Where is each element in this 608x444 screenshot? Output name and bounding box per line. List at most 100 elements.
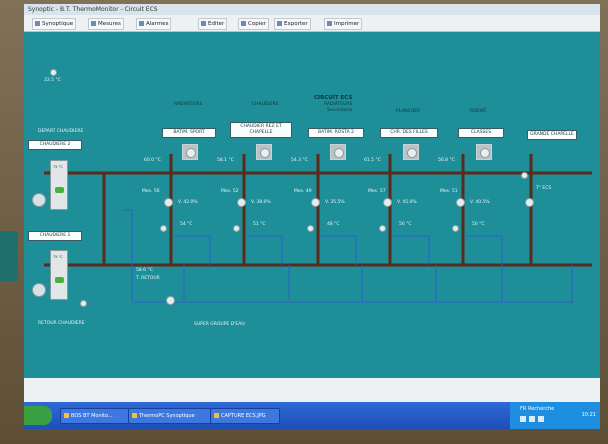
outdoor-temp: 22.5 °C <box>44 78 61 83</box>
alarmes-icon <box>139 21 144 26</box>
task-capture[interactable]: CAPTURE ECS.JPG <box>210 408 280 424</box>
circuit-1-t3: V. 42.0% <box>178 200 198 205</box>
circuit-6-sensor-icon[interactable] <box>521 172 528 179</box>
circuit-6-t2: T° ECS <box>536 186 552 191</box>
toolbar-synoptique-button[interactable]: Synoptique <box>32 18 77 30</box>
circuit-3-sensor-icon[interactable] <box>307 225 314 232</box>
mesures-icon <box>91 21 96 26</box>
toolbar-copier-button[interactable]: Copier <box>238 18 269 30</box>
circuit-3-valve-icon[interactable] <box>311 198 320 207</box>
boiler-1-burner-icon[interactable] <box>32 193 46 207</box>
circuit-3-t1: 54.3 °C <box>291 158 308 163</box>
circuit-1-t2: Mes. 56 <box>142 189 160 194</box>
toolbar-exporter-button[interactable]: Exporter <box>274 18 311 30</box>
app-icon <box>132 413 137 418</box>
return-temp-sub: T. RETOUR <box>136 276 160 281</box>
boiler-2-burner-icon[interactable] <box>32 283 46 297</box>
circuit-4-t1: 61.5 °C <box>364 158 381 163</box>
outdoor-sensor-icon[interactable] <box>50 69 57 76</box>
network-icon[interactable] <box>520 416 526 422</box>
circuit-4-valve-icon[interactable] <box>383 198 392 207</box>
synoptic-diagram: 22.5 °C CIRCUIT ECS Secondaire DEPART CH… <box>24 32 600 378</box>
chaudiere-1-tag[interactable]: CHAUDIERE 1 <box>28 231 82 241</box>
exporter-icon <box>277 21 282 26</box>
supergroup-valve-icon[interactable] <box>166 296 175 305</box>
circuit-1-t4: 54 °C <box>180 222 193 227</box>
circuit-6-tag[interactable]: GRANDE CHAPELLE <box>527 130 577 140</box>
circuit-1-tag[interactable]: BATIM. SPORT <box>162 128 216 138</box>
circuit-3-t2: Mes. 49 <box>294 189 312 194</box>
circuit-1-sensor-icon[interactable] <box>160 225 167 232</box>
tray-language[interactable]: FR Recherche <box>520 406 555 412</box>
return-valve-icon[interactable] <box>80 300 87 307</box>
circuit-1-pump-icon[interactable] <box>182 144 198 160</box>
toolbar-editer-button[interactable]: Editer <box>198 18 228 30</box>
return-temp: 58.6 °C <box>136 268 153 273</box>
toolbar-alarmes-button[interactable]: Alarmes <box>136 18 172 30</box>
circuit-2-t1: 58.1 °C <box>217 158 234 163</box>
task-bt-monitor[interactable]: BOS BT Monito... <box>60 408 130 424</box>
window-title: Synoptic - B.T. ThermoMonitor - Circuit … <box>24 4 600 15</box>
synoptique-icon <box>35 21 40 26</box>
circuit-2-sensor-icon[interactable] <box>233 225 240 232</box>
flame-icon <box>55 277 64 283</box>
circuit-5-t3: V. 40.5% <box>470 200 490 205</box>
circuit-1-header: RADIATEURS <box>174 102 203 107</box>
circuit-5-t1: 56.8 °C <box>438 158 455 163</box>
circuit-2-tag[interactable]: CHAUDIER REZ ET CHAPELLE <box>230 122 292 138</box>
side-panel-edge <box>0 231 18 281</box>
toolbar-imprimer-button[interactable]: Imprimer <box>324 18 363 30</box>
circuit-4-tag[interactable]: CHR. DES FILLES <box>380 128 438 138</box>
circuit-3-header: RADIATEURS <box>324 102 353 107</box>
circuit-4-t3: V. 45.0% <box>397 200 417 205</box>
toolbar: Synoptique Mesures Alarmes Editer Copier… <box>24 15 600 32</box>
circuit-subtitle: Secondaire <box>327 108 353 113</box>
status-area <box>24 378 600 402</box>
circuit-5-sensor-icon[interactable] <box>452 225 459 232</box>
volume-icon[interactable] <box>529 416 535 422</box>
tray-clock: 10:21 <box>581 412 596 418</box>
circuit-2-valve-icon[interactable] <box>237 198 246 207</box>
circuit-4-sensor-icon[interactable] <box>379 225 386 232</box>
circuit-3-t4: 48 °C <box>327 222 340 227</box>
taskbar: BOS BT Monito... ThermoPC Synoptique CAP… <box>24 402 600 429</box>
start-button[interactable] <box>24 406 52 425</box>
circuit-5-tag[interactable]: CLASSES <box>458 128 504 138</box>
circuit-5-header: RADIAT. <box>470 109 488 114</box>
circuit-4-header: PLANCHER <box>396 109 421 114</box>
circuit-2-t4: 51 °C <box>253 222 266 227</box>
task-synoptique[interactable]: ThermoPC Synoptique <box>128 408 212 424</box>
imprimer-icon <box>327 21 332 26</box>
blue-return-lines <box>124 209 574 303</box>
screen: Synoptic - B.T. ThermoMonitor - Circuit … <box>24 4 600 429</box>
circuit-1-valve-icon[interactable] <box>164 198 173 207</box>
boiler-1[interactable]: 75 °C <box>50 160 68 210</box>
security-icon[interactable] <box>538 416 544 422</box>
circuit-5-pump-icon[interactable] <box>476 144 492 160</box>
system-tray: FR Recherche 10:21 <box>510 402 600 429</box>
circuit-5-t4: 50 °C <box>472 222 485 227</box>
toolbar-mesures-button[interactable]: Mesures <box>88 18 124 30</box>
circuit-6-valve-icon[interactable] <box>525 198 534 207</box>
app-icon <box>64 413 69 418</box>
circuit-3-pump-icon[interactable] <box>330 144 346 160</box>
supergroup-label: SUPER GROUPE D'EAU <box>194 322 245 327</box>
depart-label: DEPART CHAUDIERE <box>38 129 84 134</box>
circuit-3-tag[interactable]: BATIM. ROSTA 2 <box>308 128 364 138</box>
chaudiere-2-tag[interactable]: CHAUDIERE 2 <box>28 140 82 150</box>
circuit-3-t3: V. 35.5% <box>325 200 345 205</box>
circuit-title: CIRCUIT ECS <box>314 95 353 101</box>
boiler-2[interactable]: 75 °C <box>50 250 68 300</box>
circuit-5-t2: Mes. 51 <box>440 189 458 194</box>
piping-drawing <box>44 154 592 303</box>
circuit-2-t2: Mes. 52 <box>221 189 239 194</box>
image-icon <box>214 413 219 418</box>
editer-icon <box>201 21 206 26</box>
circuit-2-header: CHAUDIERE <box>252 102 279 107</box>
return-label: RETOUR CHAUDIERE <box>38 321 85 326</box>
circuit-2-pump-icon[interactable] <box>256 144 272 160</box>
circuit-5-valve-icon[interactable] <box>456 198 465 207</box>
circuit-4-pump-icon[interactable] <box>403 144 419 160</box>
circuit-2-t3: V. 38.0% <box>251 200 271 205</box>
